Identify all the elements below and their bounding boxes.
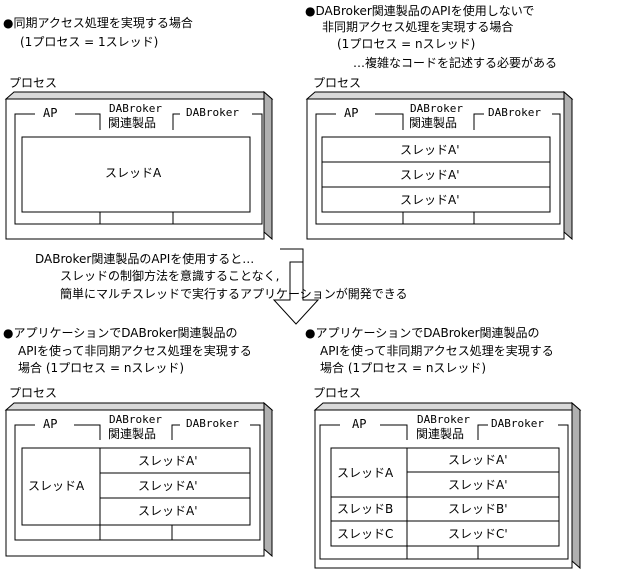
br-process-label: プロセス <box>313 386 362 400</box>
br-ap-thread-b: スレッドB <box>337 502 394 516</box>
tr-thread-1: スレッドA' <box>400 143 460 157</box>
tl-dabroker-label: DABroker <box>186 106 239 119</box>
layer-outline-top-right <box>315 113 561 225</box>
bl-title: ●アプリケーションでDABroker関連製品の <box>3 326 238 340</box>
tr-thread-2: スレッドA' <box>400 168 460 182</box>
tr-process-label: プロセス <box>313 76 362 90</box>
layer-outline-top-left <box>14 113 263 225</box>
bl-ap-thread: スレッドA <box>28 479 85 493</box>
tl-process-label: プロセス <box>9 76 58 90</box>
middle-line-2: スレッドの制御方法を意識することなく, <box>60 269 280 283</box>
br-thread-2: スレッドA' <box>448 478 508 492</box>
bl-title2: APIを使って非同期アクセス処理を実現する <box>18 344 252 358</box>
tl-ap-label: AP <box>43 106 58 120</box>
tl-dabroker-products-sub: 関連製品 <box>108 116 157 130</box>
middle-arrow <box>272 248 320 325</box>
tr-note: …複雑なコードを記述する必要がある <box>353 56 558 70</box>
br-ap-thread-c: スレッドC <box>337 527 394 541</box>
br-thread-1: スレッドA' <box>448 453 508 467</box>
bl-thread-1: スレッドA' <box>138 454 198 468</box>
bl-dabroker-label: DABroker <box>186 417 239 430</box>
tl-title: ●同期アクセス処理を実現する場合 <box>3 16 193 30</box>
br-title2: APIを使って非同期アクセス処理を実現する <box>320 344 554 358</box>
middle-line-1: DABroker関連製品のAPIを使用すると… <box>35 252 255 266</box>
br-dabroker-label: DABroker <box>491 417 544 430</box>
tr-dabroker-products-label: DABroker <box>410 102 463 115</box>
br-title: ●アプリケーションでDABroker関連製品の <box>305 326 540 340</box>
bl-dabroker-products-label: DABroker <box>109 413 162 426</box>
tr-thread-3: スレッドA' <box>400 193 460 207</box>
tr-dabroker-products-sub: 関連製品 <box>409 116 458 130</box>
tr-dabroker-label: DABroker <box>488 106 541 119</box>
br-thread-4: スレッドC' <box>448 527 508 541</box>
br-dabroker-products-label: DABroker <box>417 413 470 426</box>
bl-thread-2: スレッドA' <box>138 479 198 493</box>
br-ap-thread-a: スレッドA <box>337 466 394 480</box>
tr-title2: 非同期アクセス処理を実現する場合 <box>322 20 514 34</box>
bl-ap-label: AP <box>43 417 58 431</box>
tr-ap-label: AP <box>344 106 359 120</box>
br-ap-label: AP <box>352 417 367 431</box>
tl-thread: スレッドA <box>105 166 162 180</box>
layer-outline-bottom-left <box>14 424 261 541</box>
tl-subtitle: (1プロセス = 1スレッド) <box>20 35 159 49</box>
layer-outline-bottom-right <box>319 424 569 560</box>
bl-process-label: プロセス <box>9 386 58 400</box>
middle-line-3: 簡単にマルチスレッドで実行するアプリケーションが開発できる <box>60 287 408 301</box>
tr-subtitle: (1プロセス = nスレッド) <box>337 37 476 51</box>
tl-dabroker-products-label: DABroker <box>109 102 162 115</box>
bl-thread-3: スレッドA' <box>138 504 198 518</box>
tr-title: ●DABroker関連製品のAPIを使用しないで <box>305 4 535 18</box>
bl-title3: 場合 (1プロセス = nスレッド) <box>18 361 185 375</box>
bl-dabroker-products-sub: 関連製品 <box>108 427 157 441</box>
br-title3: 場合 (1プロセス = nスレッド) <box>320 361 487 375</box>
br-dabroker-products-sub: 関連製品 <box>416 427 465 441</box>
br-thread-3: スレッドB' <box>448 502 508 516</box>
